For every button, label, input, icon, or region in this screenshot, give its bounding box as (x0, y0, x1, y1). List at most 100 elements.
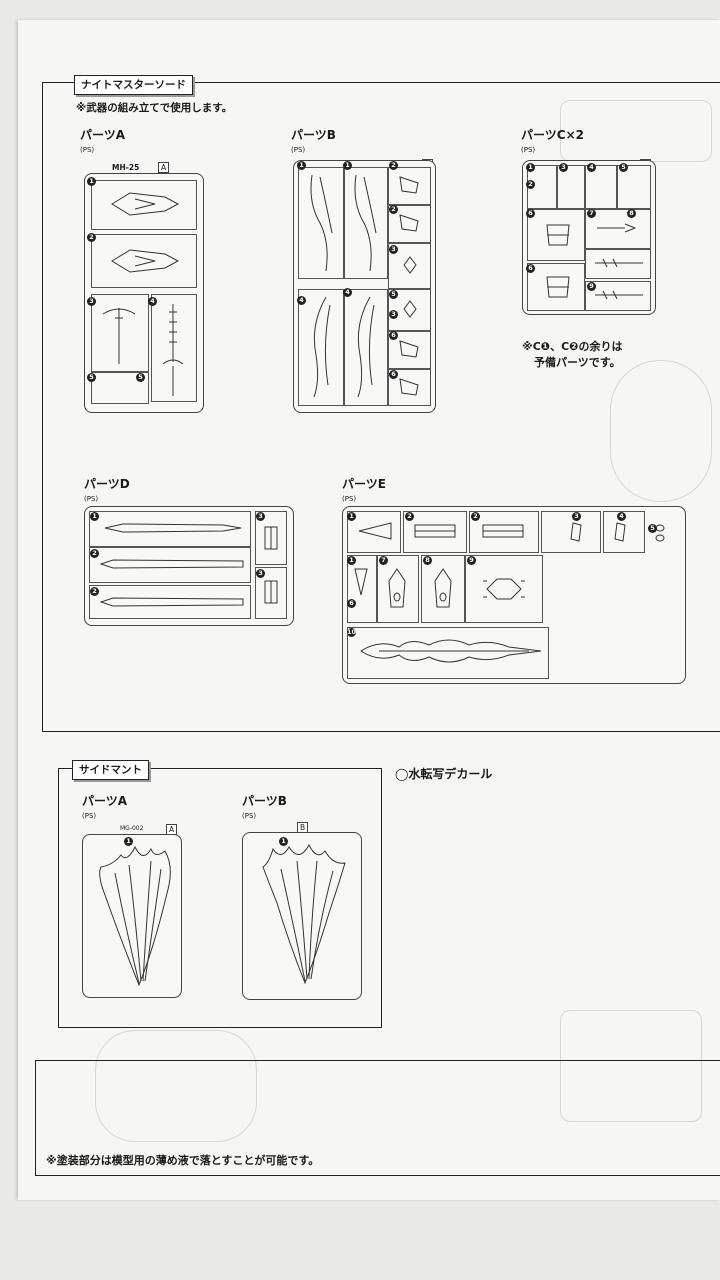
part-number: 7 (379, 556, 388, 565)
part-a-cell (151, 294, 197, 402)
bar-piece (482, 524, 524, 538)
mantle-part-a-title: パーツA(PS) (82, 794, 128, 820)
part-e-cell (421, 555, 465, 623)
chip-piece (570, 522, 582, 542)
sword-hilt-part (102, 308, 136, 364)
mantle-part-b-title: パーツB(PS) (242, 794, 287, 820)
runner-part-c (522, 160, 656, 315)
pommel-piece (546, 224, 570, 246)
part-c-cell (585, 249, 651, 279)
part-number: 1 (87, 177, 96, 186)
part-number: 2 (405, 512, 414, 521)
part-b-cell (388, 205, 431, 243)
part-number: 1 (297, 161, 306, 170)
part-number: 9 (587, 282, 596, 291)
part-number: 3 (389, 245, 398, 254)
part-b-title: パーツB(PS) (291, 128, 336, 154)
small-piece (403, 300, 417, 318)
part-number: 8 (423, 556, 432, 565)
footer-section (35, 1060, 720, 1176)
small-piece (403, 256, 417, 274)
part-number: 10 (347, 628, 357, 637)
part-number: 5 (648, 524, 657, 533)
part-number: 5 (619, 163, 628, 172)
part-number: 4 (587, 163, 596, 172)
runner-mantle-a (82, 834, 182, 998)
runner-part-a (84, 173, 204, 413)
part-number: 4 (297, 296, 306, 305)
part-e-cell (377, 555, 419, 623)
part-number: 3 (559, 163, 568, 172)
part-number: 1 (343, 161, 352, 170)
part-b-cell (388, 243, 431, 289)
part-number: 3 (256, 569, 265, 578)
part-number: 6 (526, 209, 535, 218)
block-piece (264, 526, 278, 550)
part-number: 2 (389, 161, 398, 170)
wedge-piece (358, 522, 392, 540)
part-e-cell (347, 511, 401, 553)
ghost-print (560, 1010, 702, 1122)
part-b-cell (388, 369, 431, 406)
part-d-title: パーツD(PS) (84, 477, 130, 503)
part-number: 2 (90, 549, 99, 558)
part-e-cell (541, 511, 601, 553)
part-number: 5 (87, 373, 96, 382)
part-d-cell (89, 511, 251, 547)
part-number: 5 (389, 290, 398, 299)
spare-note-line2: 予備パーツです。 (534, 356, 621, 369)
ghost-print (95, 1030, 257, 1142)
runner-part-e (342, 506, 686, 684)
part-a-cell (91, 180, 197, 230)
mantle-cape-part (99, 845, 171, 987)
part-number: 1 (279, 837, 288, 846)
part-c-cell (557, 165, 585, 209)
part-number: 2 (526, 180, 535, 189)
part-a-title: パーツA(PS) (80, 128, 126, 154)
part-number: 3 (256, 512, 265, 521)
runner-part-d (84, 506, 294, 626)
knight-sword-title: ナイトマスターソード (74, 75, 193, 95)
part-a-cell (91, 234, 197, 288)
mantle-cape-part (262, 843, 346, 985)
part-c-cell (585, 209, 651, 249)
part-e-cell (403, 511, 467, 553)
part-d-cell (255, 567, 287, 619)
part-number: 3 (389, 310, 398, 319)
part-c-cell (617, 165, 651, 209)
part-b-cell (298, 289, 344, 406)
part-d-cell (89, 585, 251, 619)
bar-piece (414, 524, 456, 538)
blade-core-part (99, 559, 244, 569)
part-d-cell (89, 547, 251, 583)
part-e-cell (347, 627, 549, 679)
part-number: 1 (347, 556, 356, 565)
part-c-cell (527, 263, 585, 311)
part-number: 9 (467, 556, 476, 565)
shield-piece (388, 568, 406, 608)
part-number: 2 (389, 205, 398, 214)
part-number: 3 (572, 512, 581, 521)
part-a-cell (91, 372, 149, 404)
small-piece (399, 378, 419, 396)
part-number: 7 (587, 209, 596, 218)
mantle-part-a-code: MG-002 (120, 825, 144, 832)
spare-note-line1: ※C❶、C❷の余りは (522, 340, 623, 353)
part-number: 1 (124, 837, 133, 846)
part-c-title: パーツC×2(PS) (521, 128, 584, 154)
block-piece (264, 580, 278, 604)
part-a-letter: A (158, 162, 170, 173)
small-piece (399, 214, 419, 232)
part-a-code: MH-25 (112, 163, 140, 172)
part-c-cell (527, 209, 585, 261)
tip-piece (354, 568, 368, 596)
shield-piece (434, 568, 452, 608)
part-b-cell (298, 167, 344, 279)
usage-note: ※武器の組み立てで使用します。 (76, 102, 233, 114)
sword-grip-part (162, 304, 184, 396)
part-number: 2 (90, 587, 99, 596)
small-piece (399, 340, 419, 358)
part-e-cell (603, 511, 645, 553)
part-b-cell (388, 289, 431, 331)
part-e-title: パーツE(PS) (342, 477, 386, 503)
